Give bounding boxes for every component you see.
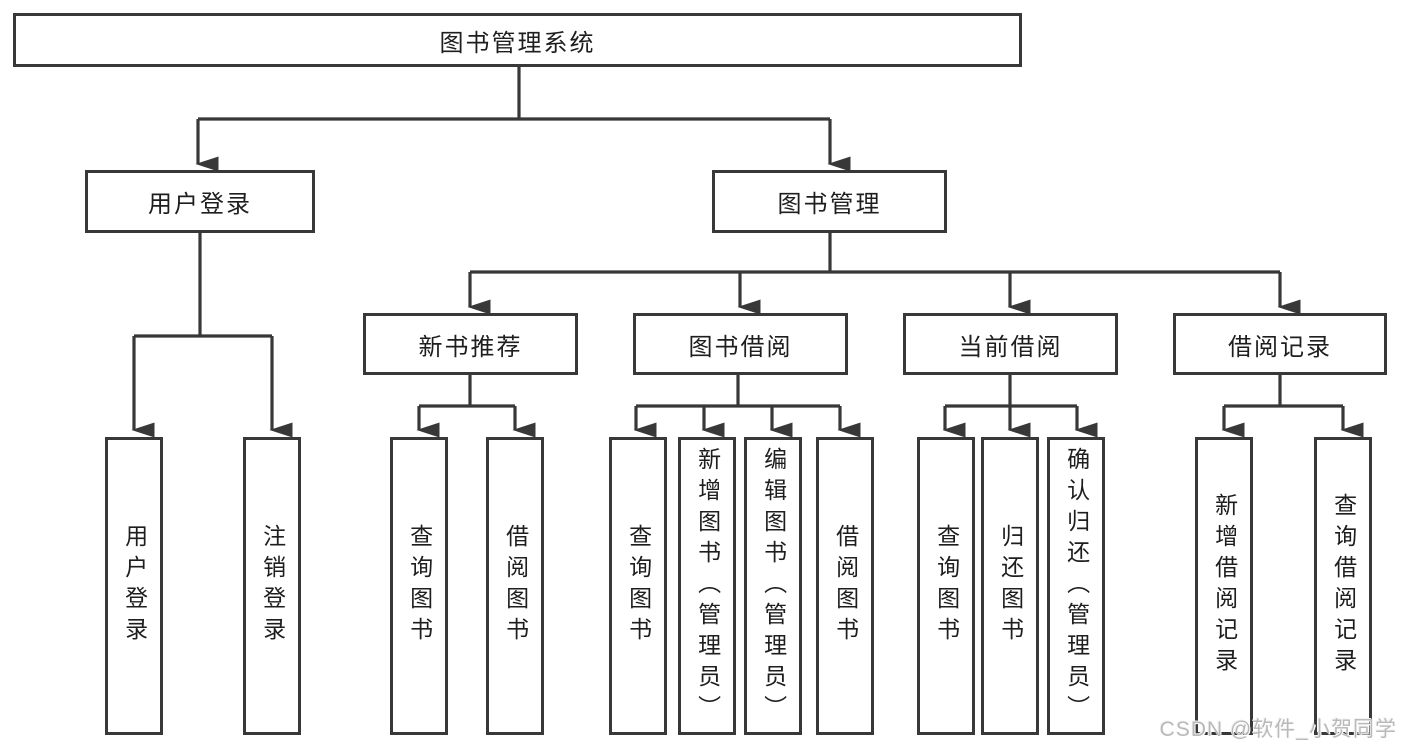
- leaf-borrow-books: 借阅图书: [816, 437, 874, 735]
- leaf-label: 注销登录: [259, 524, 286, 648]
- connector-user-login-trunk: [134, 233, 272, 338]
- leaf-label: 用户登录: [121, 524, 148, 648]
- leaf-label: 查询图书: [933, 524, 960, 648]
- leaf-add-borrow-record: 新增借阅记录: [1195, 437, 1253, 735]
- connector-new-book-recommend-trunk: [419, 375, 515, 408]
- leaf-query-books-recommend: 查询图书: [390, 437, 448, 735]
- leaf-query-books-borrow: 查询图书: [609, 437, 667, 735]
- leaf-borrow-books-recommend: 借阅图书: [486, 437, 544, 735]
- node-new-book-recommend: 新书推荐: [363, 313, 578, 375]
- leaf-label: 借阅图书: [832, 524, 859, 648]
- node-current-borrow: 当前借阅: [903, 313, 1118, 375]
- node-book-borrow: 图书借阅: [633, 313, 848, 375]
- leaf-user-login: 用户登录: [105, 437, 163, 735]
- node-root-system: 图书管理系统: [13, 13, 1022, 67]
- leaf-logout: 注销登录: [243, 437, 301, 735]
- connector-book-management-trunk: [470, 233, 1280, 274]
- leaf-label: 查询图书: [625, 524, 652, 648]
- leaf-label: 查询图书: [406, 524, 433, 648]
- leaf-label: 新增借阅记录: [1211, 493, 1238, 679]
- leaf-confirm-return-admin: 确认归还（管理员）: [1047, 437, 1105, 735]
- leaf-label: 借阅图书: [502, 524, 529, 648]
- node-book-management: 图书管理: [712, 170, 947, 233]
- leaf-return-books: 归还图书: [981, 437, 1039, 735]
- leaf-query-books-current: 查询图书: [917, 437, 975, 735]
- leaf-label: 新增图书（管理员）: [694, 446, 721, 726]
- leaf-label: 确认归还（管理员）: [1063, 446, 1090, 726]
- leaf-edit-books-admin: 编辑图书（管理员）: [744, 437, 802, 735]
- leaf-add-books-admin: 新增图书（管理员）: [678, 437, 736, 735]
- leaf-label: 查询借阅记录: [1330, 493, 1357, 679]
- csdn-watermark: CSDN @软件_小贺同学: [1159, 718, 1397, 741]
- leaf-label: 归还图书: [997, 524, 1024, 648]
- leaf-query-borrow-record: 查询借阅记录: [1314, 437, 1372, 735]
- connector-current-borrow-trunk: [945, 375, 1077, 408]
- node-user-login: 用户登录: [85, 170, 315, 233]
- connector-root-trunk: [198, 67, 830, 121]
- connector-book-borrow-trunk: [636, 375, 840, 408]
- connector-borrow-record-trunk: [1224, 375, 1343, 408]
- node-borrow-record: 借阅记录: [1173, 313, 1387, 375]
- leaf-label: 编辑图书（管理员）: [760, 446, 787, 726]
